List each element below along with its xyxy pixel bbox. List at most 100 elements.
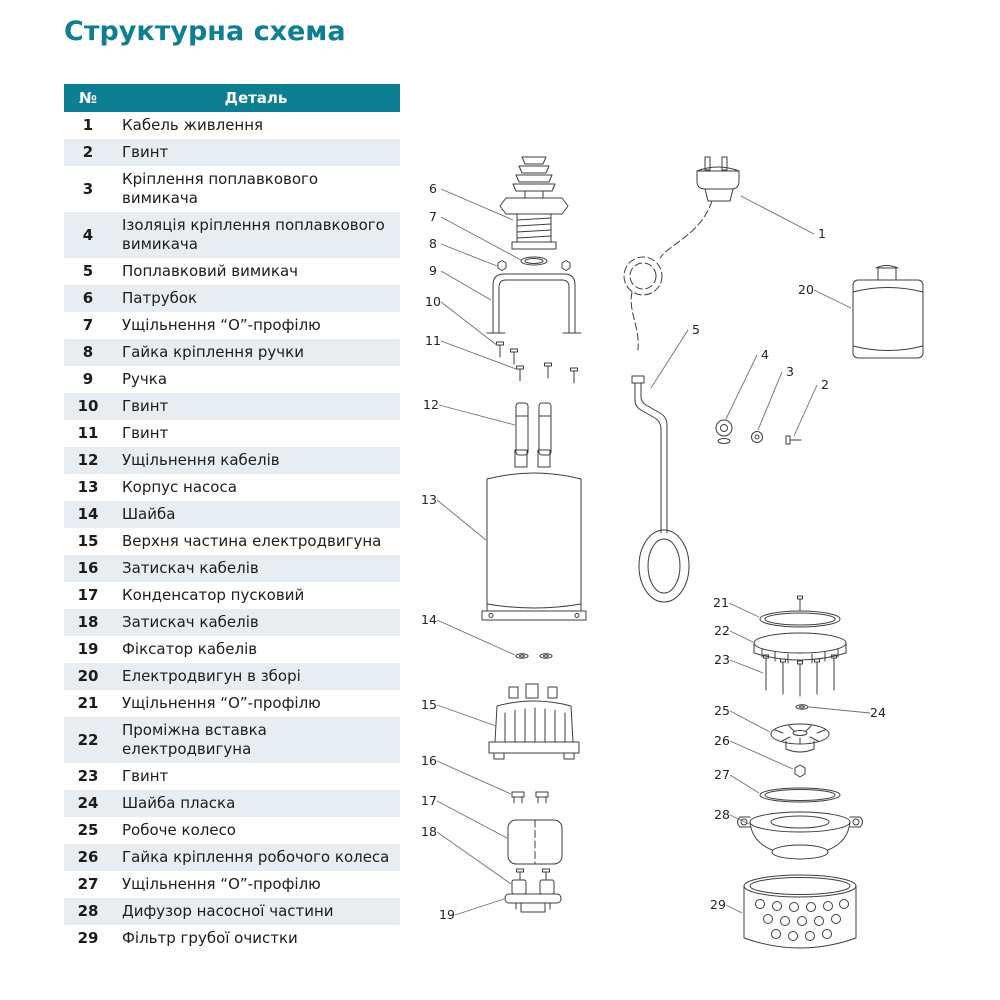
part-diffuser: [737, 811, 863, 860]
callout-number: 17: [421, 793, 437, 808]
part-number: 26: [77, 848, 99, 866]
part-name: Затискач кабелів: [122, 613, 259, 631]
callout-number: 10: [425, 294, 441, 309]
part-name: Гайка кріплення ручки: [122, 343, 304, 361]
part-cable-seals: [515, 402, 552, 456]
part-name: Корпус насоса: [122, 478, 237, 496]
part-capacitor: [507, 819, 563, 865]
callout-leader: [729, 774, 760, 794]
part-name: Дифузор насосної частини: [122, 902, 334, 920]
callout-number: 18: [421, 824, 437, 839]
part-motor-top: [488, 683, 580, 760]
callout-number: 23: [714, 652, 730, 667]
part-number: 29: [77, 929, 99, 947]
part-washers: [515, 653, 553, 659]
callout-leader: [793, 384, 818, 437]
callout-leader: [440, 188, 514, 221]
callout-leader: [438, 404, 516, 426]
part-name: Гвинт: [122, 397, 169, 415]
callout-leader: [729, 659, 764, 674]
part-name: Ущільнення “О”-профілю: [122, 694, 321, 712]
table-row: 5 Поплавковий вимикач: [64, 258, 400, 285]
part-intermediate-insert: [753, 632, 847, 697]
exploded-diagram: 6789101112131415161718191205432212223242…: [421, 156, 924, 949]
part-name: Проміжна вставка електродвигуна: [122, 721, 267, 758]
callout-leader: [808, 706, 871, 714]
table-row: 26 Гайка кріплення робочого колеса: [64, 844, 400, 871]
part-float-switch: [631, 375, 690, 603]
part-number: 19: [77, 640, 99, 658]
callout-number: 29: [710, 897, 726, 912]
part-small-screw: [785, 435, 802, 445]
part-motor-assembly: [852, 265, 924, 359]
callout-leader: [725, 354, 758, 420]
part-name: Патрубок: [122, 289, 198, 307]
callout-number: 19: [439, 907, 455, 922]
part-number: 5: [82, 262, 94, 280]
callout-leader: [740, 195, 815, 235]
callout-leader: [436, 831, 512, 885]
callout-number: 11: [425, 333, 441, 348]
part-number: 4: [82, 225, 94, 244]
part-number: 22: [77, 730, 99, 749]
part-o-ring-mid: [759, 595, 841, 628]
callout-number: 25: [714, 703, 730, 718]
part-name: Поплавковий вимикач: [122, 262, 298, 280]
part-name: Верхня частина електродвигуна: [122, 532, 382, 550]
callout-number: 14: [421, 612, 437, 627]
part-number: 28: [77, 902, 99, 920]
part-number: 25: [77, 821, 99, 839]
callout-number: 13: [421, 492, 437, 507]
part-cable-fixator: [504, 868, 562, 913]
part-number: 18: [77, 613, 99, 631]
callout-leader: [436, 704, 497, 727]
part-name: Ручка: [122, 370, 168, 388]
part-power-plug: [623, 156, 740, 351]
part-number: 21: [77, 694, 99, 712]
part-number: 1: [82, 116, 94, 134]
part-number: 14: [77, 505, 99, 523]
part-screws-upper: [496, 341, 518, 365]
table-row: 18 Затискач кабелів: [64, 609, 400, 636]
part-name: Конденсатор пусковий: [122, 586, 305, 604]
callout-leader: [729, 740, 794, 770]
callout-leader: [454, 898, 505, 916]
part-impeller: [770, 723, 830, 753]
callout-number: 28: [714, 807, 730, 822]
callout-number: 16: [421, 753, 437, 768]
callout-leader: [728, 602, 760, 618]
part-name: Гвинт: [122, 424, 169, 442]
table-row: 22 Проміжна вставка електродвигуна: [64, 717, 400, 763]
callout-leader: [440, 301, 499, 347]
part-name: Гайка кріплення робочого колеса: [122, 848, 390, 866]
callout-leader: [440, 340, 517, 370]
part-number: 6: [82, 289, 94, 307]
part-name: Шайба: [122, 505, 176, 523]
callout-number: 22: [714, 623, 730, 638]
callout-number: 5: [692, 322, 700, 337]
callout-leader: [440, 243, 498, 267]
diagram-callouts: 6789101112131415161718191205432212223242…: [421, 181, 886, 922]
part-outlet-pipe: [499, 156, 569, 250]
part-handle-nuts: [497, 260, 571, 271]
callout-leader: [729, 814, 750, 825]
table-row: 14 Шайба: [64, 501, 400, 528]
part-handle: [486, 273, 582, 334]
part-impeller-nut: [794, 764, 806, 778]
callout-leader: [813, 289, 852, 309]
